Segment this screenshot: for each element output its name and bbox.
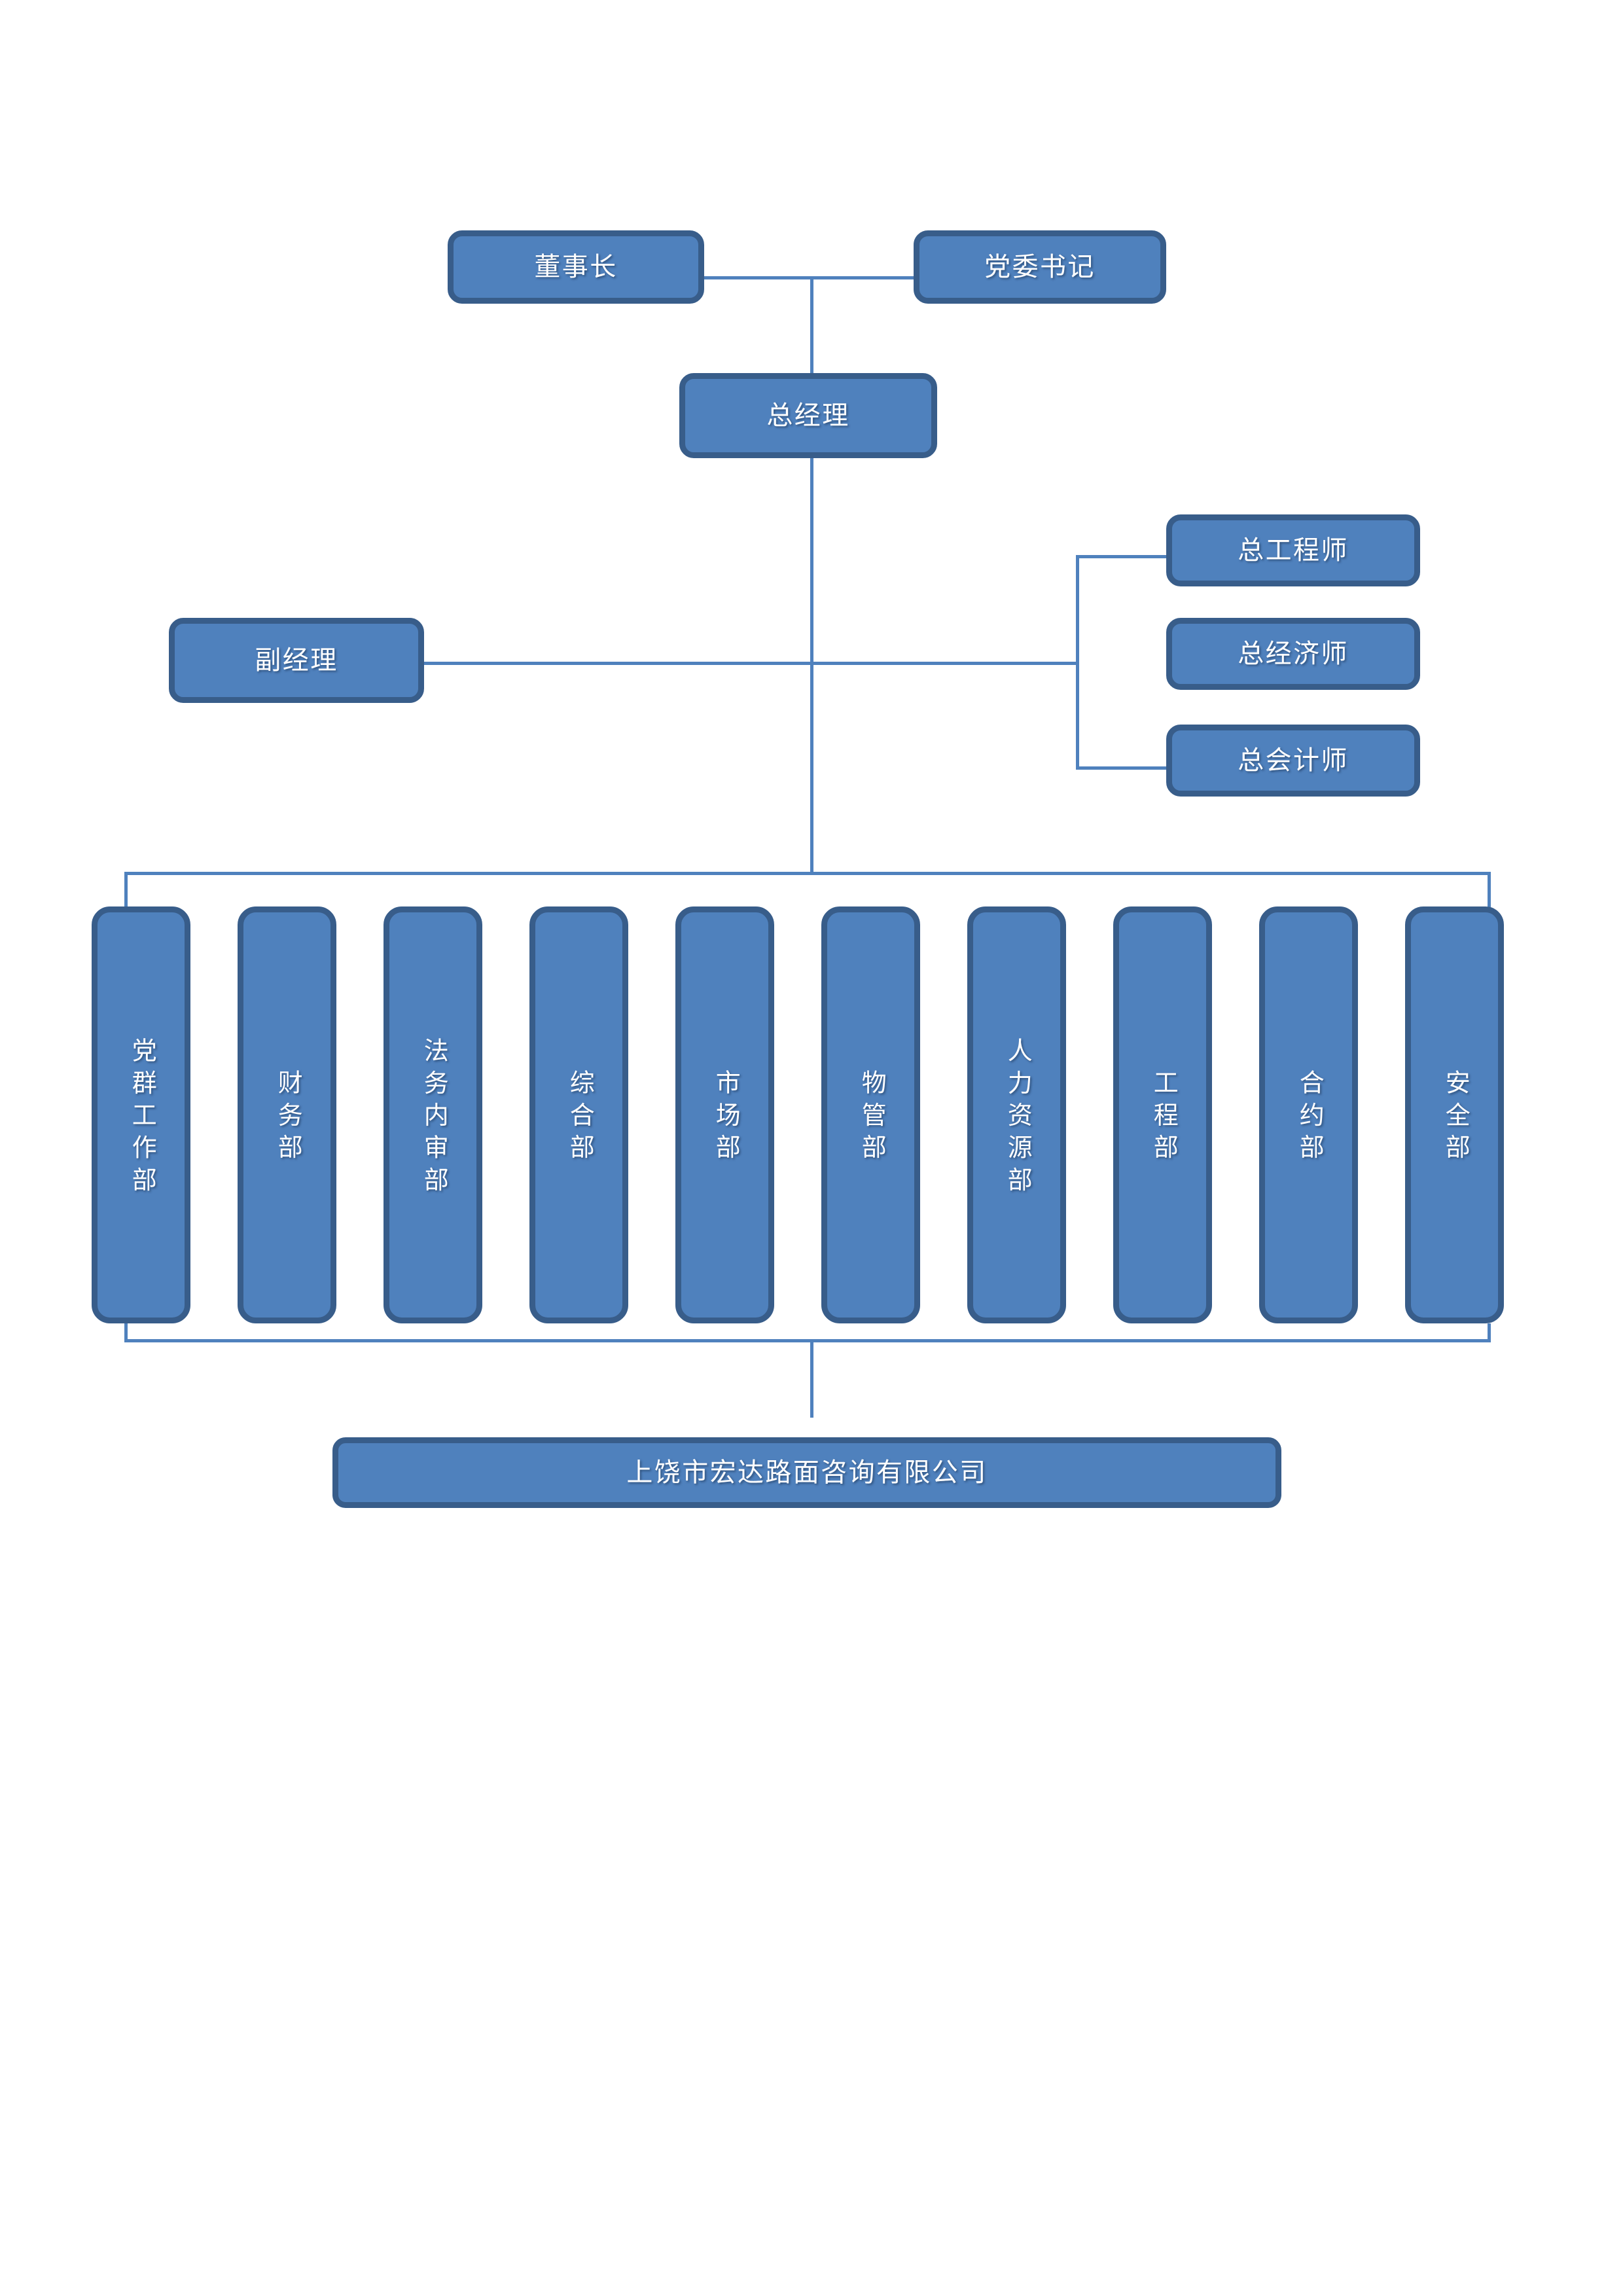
- node-department-label: 人力资源部: [1003, 1037, 1031, 1199]
- node-chief-engineer-label: 总工程师: [1238, 535, 1349, 565]
- connector-to-company-box: [810, 1339, 813, 1418]
- node-department-label: 市场部: [711, 1069, 740, 1167]
- node-department-finance[interactable]: 财务部: [238, 906, 336, 1323]
- connector-top-to-general-manager: [810, 276, 813, 376]
- node-department-label: 物管部: [857, 1069, 885, 1167]
- connector-departments-top-rail: [124, 872, 1491, 875]
- node-general-manager[interactable]: 总经理: [679, 373, 937, 458]
- node-deputy-manager[interactable]: 副经理: [169, 618, 424, 703]
- node-department-label: 法务内审部: [419, 1037, 448, 1199]
- node-chief-accountant-label: 总会计师: [1238, 745, 1349, 775]
- node-department-marketing[interactable]: 市场部: [675, 906, 774, 1323]
- connector-deputy-manager-row: [424, 662, 1079, 665]
- node-chief-engineer[interactable]: 总工程师: [1166, 514, 1420, 586]
- connector-to-chief-accountant: [1076, 766, 1168, 770]
- node-party-secretary-label: 党委书记: [984, 252, 1096, 281]
- node-party-secretary[interactable]: 党委书记: [914, 230, 1166, 304]
- connector-departments-bottom-right-stub: [1488, 1323, 1491, 1342]
- node-department-label: 安全部: [1441, 1069, 1469, 1167]
- connector-chief-officers-spine: [1076, 555, 1079, 770]
- node-department-party-mass-work[interactable]: 党群工作部: [92, 906, 190, 1323]
- node-department-contracts[interactable]: 合约部: [1259, 906, 1358, 1323]
- node-company[interactable]: 上饶市宏达路面咨询有限公司: [332, 1437, 1281, 1508]
- node-department-label: 财务部: [274, 1069, 302, 1167]
- connector-general-manager-main-spine: [810, 458, 813, 874]
- node-department-property-mgmt[interactable]: 物管部: [821, 906, 920, 1323]
- node-department-safety[interactable]: 安全部: [1405, 906, 1504, 1323]
- node-deputy-manager-label: 副经理: [255, 645, 338, 675]
- node-department-general-affairs[interactable]: 综合部: [529, 906, 628, 1323]
- node-chairman-label: 董事长: [534, 252, 618, 281]
- node-chairman[interactable]: 董事长: [448, 230, 704, 304]
- node-general-manager-label: 总经理: [766, 401, 850, 430]
- node-chief-accountant[interactable]: 总会计师: [1166, 725, 1420, 797]
- connector-chairman-to-party-secretary: [702, 276, 918, 279]
- connector-departments-bottom-rail: [124, 1339, 1491, 1342]
- node-department-label: 合约部: [1295, 1069, 1323, 1167]
- node-department-engineering[interactable]: 工程部: [1113, 906, 1212, 1323]
- node-department-label: 综合部: [565, 1069, 594, 1167]
- connector-departments-right-stub: [1488, 872, 1491, 919]
- node-chief-economist-label: 总经济师: [1238, 639, 1349, 668]
- node-department-label: 工程部: [1149, 1069, 1177, 1167]
- node-department-label: 党群工作部: [128, 1037, 156, 1199]
- connector-departments-bottom-left-stub: [124, 1323, 128, 1342]
- node-company-label: 上饶市宏达路面咨询有限公司: [626, 1458, 988, 1487]
- node-chief-economist[interactable]: 总经济师: [1166, 618, 1420, 690]
- connector-to-chief-engineer: [1076, 555, 1168, 558]
- connector-departments-left-stub: [124, 872, 128, 919]
- node-department-legal-audit[interactable]: 法务内审部: [383, 906, 482, 1323]
- node-department-human-resources[interactable]: 人力资源部: [967, 906, 1066, 1323]
